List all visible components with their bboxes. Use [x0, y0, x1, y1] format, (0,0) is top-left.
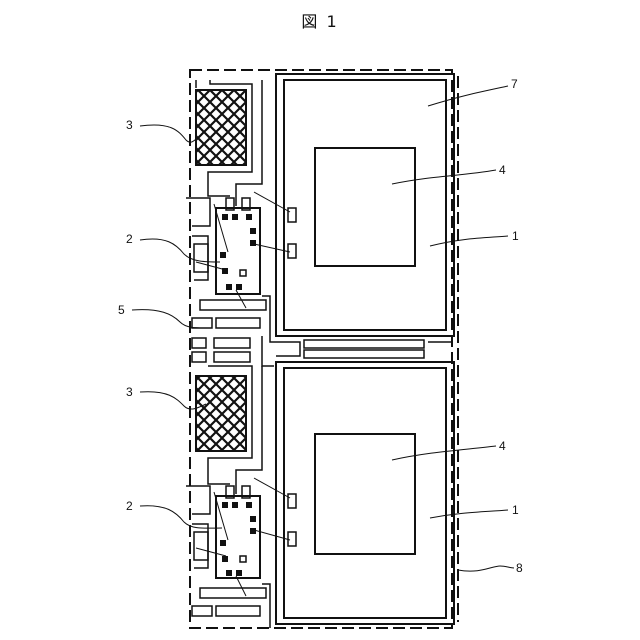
label-chip-top: 1 — [512, 229, 519, 243]
label-window-top: 4 — [499, 163, 506, 177]
label-ic-top: 2 — [126, 232, 133, 246]
mesh-bottom — [196, 376, 246, 451]
chip-inner-top — [284, 80, 446, 330]
window-top — [315, 148, 415, 266]
window-bottom — [315, 434, 415, 554]
label-window-bottom: 4 — [499, 439, 506, 453]
ic-chip-top — [216, 208, 260, 294]
bottom-unit — [186, 362, 454, 628]
label-pattern: 5 — [118, 303, 125, 317]
label-mesh-bottom: 3 — [126, 385, 133, 399]
top-unit — [186, 74, 454, 342]
chip-outer-top — [276, 74, 454, 336]
label-ic-bottom: 2 — [126, 499, 133, 513]
label-boundary: 8 — [516, 561, 523, 575]
ic-chip-bottom — [216, 496, 260, 578]
label-mesh-top: 3 — [126, 118, 133, 132]
label-frame: 7 — [511, 77, 518, 91]
chip-outer-bottom — [276, 362, 454, 624]
mesh-top — [196, 90, 246, 165]
label-chip-bottom: 1 — [512, 503, 519, 517]
chip-inner-bottom — [284, 368, 446, 618]
